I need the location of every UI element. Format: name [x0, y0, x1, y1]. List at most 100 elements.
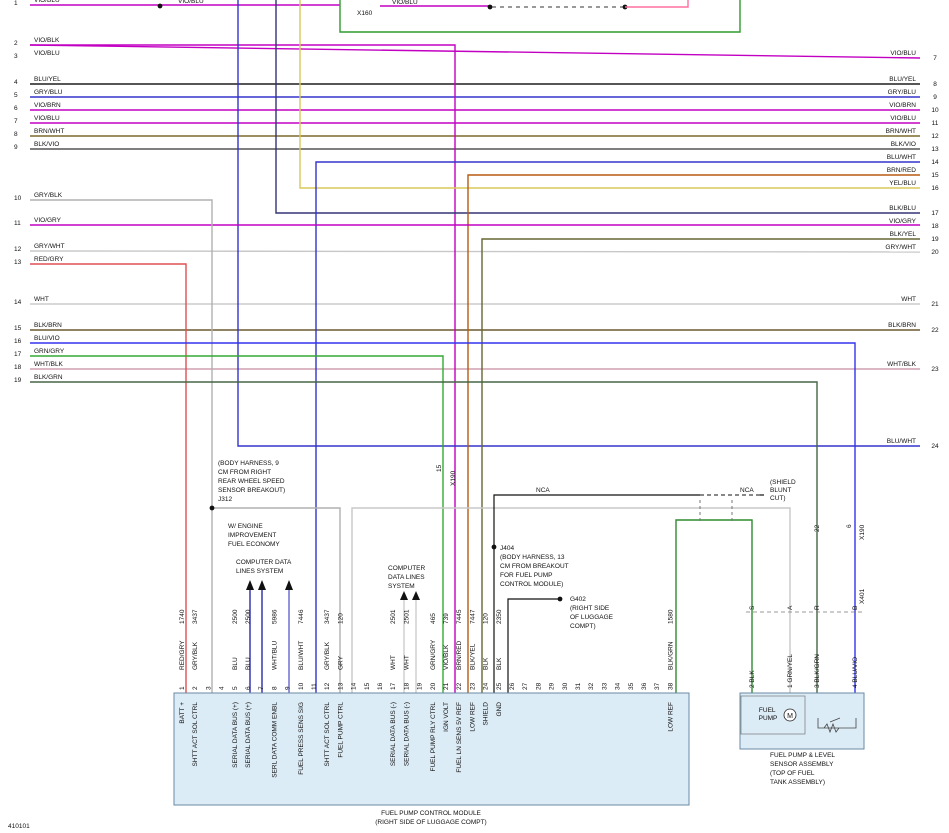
top-wire-label: VIO/BLU [178, 0, 204, 5]
left-wire-number: 13 [14, 259, 22, 266]
pcm-pin-number: 20 [430, 682, 437, 690]
splice-dot [157, 3, 163, 9]
pcm-pin-number: 18 [403, 682, 410, 690]
pcm-pin-function: SHTT ACT SOL CTRL [324, 702, 331, 767]
pump-motor-icon [783, 708, 797, 722]
note-engine-line: IMPROVEMENT [228, 532, 276, 539]
pcm-pin-circuit: 2501 [390, 609, 397, 624]
left-wire-number: 6 [14, 105, 18, 112]
arrow-up-icon [246, 580, 254, 590]
pcm-pin-number: 33 [601, 682, 608, 690]
pcm-pin-color: BRN/RED [456, 640, 463, 670]
right-wire-number: 9 [933, 94, 937, 101]
fuel-pump-control-module-box [173, 692, 690, 806]
pcm-pin-number: 28 [535, 682, 542, 690]
note-engine-line: FUEL ECONOMY [228, 541, 280, 548]
pcm-pin-number: 10 [298, 682, 305, 690]
left-wire-number: 5 [14, 92, 18, 99]
note-cdls-right-line: SYSTEM [388, 583, 415, 590]
right-wire-number: 24 [931, 443, 939, 450]
right-wire-label: WHT [901, 296, 916, 303]
wire-yel-blu [299, 0, 920, 189]
note-g402-line: OF LUGGAGE [570, 614, 614, 621]
pcm-pin-number: 21 [443, 682, 450, 690]
pcm-pin-number: 16 [377, 682, 384, 690]
wire-vio-blk [29, 44, 921, 59]
left-wire-number: 17 [14, 351, 22, 358]
pcm-pin-circuit: 7447 [469, 609, 476, 624]
left-wire-label: BLU/YEL [34, 76, 61, 83]
pcm-pin-number: 35 [628, 682, 635, 690]
fuel-pump-label-line2: PUMP [759, 715, 778, 722]
right-wire-label: BLK/BRN [888, 322, 916, 329]
wire-layer [29, 0, 921, 693]
pcm-pin-circuit: 3437 [324, 609, 331, 624]
right-wire-label: BLK/YEL [890, 231, 917, 238]
right-wire-number: 14 [931, 159, 939, 166]
left-wire-label: VIO/BLU [34, 115, 60, 122]
wire-gry-blk-12 [212, 507, 341, 693]
left-wire-label: BLU/VIO [34, 335, 60, 342]
pcm-pin-function: LOW REF [667, 702, 674, 732]
right-wire-label: BLU/WHT [887, 154, 916, 161]
pcm-pin-number: 38 [667, 682, 674, 690]
pcm-pin-color: GRY [337, 655, 344, 670]
pcm-pin-circuit: 2500 [245, 609, 252, 624]
connector-x190-pin: 15 [436, 464, 443, 472]
fuel-pump-sensor-assembly-box [739, 692, 865, 750]
wire-shield-nca [493, 494, 700, 693]
nca-label-right: NCA [740, 487, 754, 494]
pcm-pin-number: 14 [351, 682, 358, 690]
note-j404-line: FOR FUEL PUMP [500, 572, 553, 579]
note-j312-line: SENSOR BREAKOUT) [218, 487, 285, 494]
pump-pin-letter: R [814, 605, 821, 610]
pcm-pin-color: WHT [390, 655, 397, 670]
pcm-pin-color: BLU [245, 657, 252, 670]
pcm-pin-function: SERL DATA COMM ENBL [271, 702, 278, 778]
left-wire-label: BRN/WHT [34, 128, 64, 135]
left-wire-number: 7 [14, 118, 18, 125]
pcm-pin-function: GND [496, 702, 503, 717]
pcm-pin-function: LOW REF [469, 702, 476, 732]
pcm-pin-number: 1 [179, 686, 186, 690]
left-wire-label: GRY/BLU [34, 89, 63, 96]
ground-g402-icon [557, 596, 563, 602]
connector-x190: X190 [859, 524, 866, 540]
note-j312-line: J312 [218, 496, 232, 503]
pcm-pin-number: 3 [205, 686, 212, 690]
wire-gnd [507, 598, 560, 693]
motor-symbol: M [787, 713, 793, 720]
pcm-pin-number: 22 [456, 682, 463, 690]
pcm-pin-number: 13 [337, 682, 344, 690]
pump-assembly-title-line: (TOP OF FUEL [770, 770, 815, 777]
wire-blu-vio-16 [30, 342, 856, 693]
pump-assembly-title-line: FUEL PUMP & LEVEL [770, 752, 835, 759]
pcm-pin-number: 34 [615, 682, 622, 690]
pcm-pin-number: 31 [575, 682, 582, 690]
right-wire-number: 15 [931, 172, 939, 179]
pcm-pin-number: 30 [562, 682, 569, 690]
pcm-pin-number: 36 [641, 682, 648, 690]
pcm-pin-color: BLK [483, 657, 490, 670]
wire-blu-wht-14 [315, 161, 920, 693]
pcm-pin-circuit: 739 [443, 613, 450, 624]
pcm-pin-color: GRY/BLK [192, 641, 199, 670]
pcm-pin-color: BLU/WHT [298, 641, 305, 670]
left-wire-number: 16 [14, 338, 22, 345]
right-wire-number: 8 [933, 81, 937, 88]
right-wire-label: BRN/RED [887, 167, 917, 174]
note-g402-line: COMPT) [570, 623, 596, 630]
wire-gry-120 [351, 507, 791, 693]
component-layer: M FUEL PUMP [173, 692, 865, 806]
right-wire-label: GRY/BLU [888, 89, 917, 96]
right-wire-number: 23 [931, 366, 939, 373]
pcm-pin-function: SERIAL DATA BUS (+) [245, 702, 252, 768]
pcm-pin-number: 32 [588, 682, 595, 690]
pump-pin-letter: A [787, 605, 794, 610]
pcm-pin-circuit: 1580 [667, 609, 674, 624]
right-wire-label: VIO/BLU [890, 115, 916, 122]
pump-pin-label: 1 GRN/YEL [787, 654, 794, 688]
left-wire-label: BLK/VIO [34, 141, 59, 148]
left-wire-label: WHT/BLK [34, 361, 64, 368]
left-wire-label: BLK/GRN [34, 374, 63, 381]
